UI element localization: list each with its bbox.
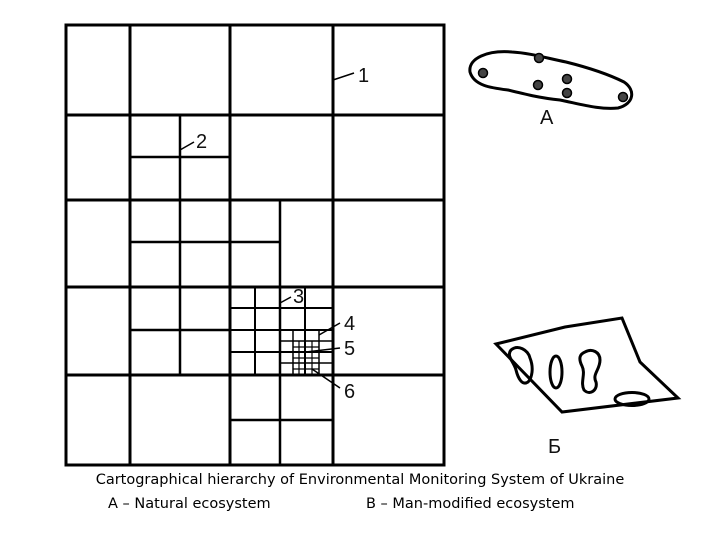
grid-label-3: 3 bbox=[293, 286, 304, 308]
monitoring-points bbox=[477, 52, 629, 103]
level-1-grid bbox=[64, 23, 446, 467]
figure-caption-title: Cartographical hierarchy of Environmenta… bbox=[95, 472, 625, 488]
level-4-grid bbox=[280, 330, 333, 375]
modified-patches bbox=[507, 346, 651, 407]
grid-label-4: 4 bbox=[344, 313, 355, 335]
leader-lines bbox=[179, 72, 355, 389]
legend-man-modified: B – Man-modified ecosystem bbox=[366, 496, 575, 512]
level-2-grid bbox=[130, 115, 333, 465]
grid-label-2: 2 bbox=[196, 131, 207, 153]
legend-natural: A – Natural ecosystem bbox=[108, 496, 271, 512]
man-modified-ecosystem-shape bbox=[493, 316, 682, 414]
ecosystem-b-label: Б bbox=[548, 436, 561, 458]
ecosystem-a-label: А bbox=[540, 107, 554, 129]
level-5-grid bbox=[293, 341, 319, 375]
grid-label-6: 6 bbox=[344, 381, 355, 403]
grid-label-5: 5 bbox=[344, 338, 355, 360]
grid-label-1: 1 bbox=[358, 65, 369, 87]
level-3-grid bbox=[230, 287, 333, 375]
natural-ecosystem-shape bbox=[468, 50, 634, 110]
